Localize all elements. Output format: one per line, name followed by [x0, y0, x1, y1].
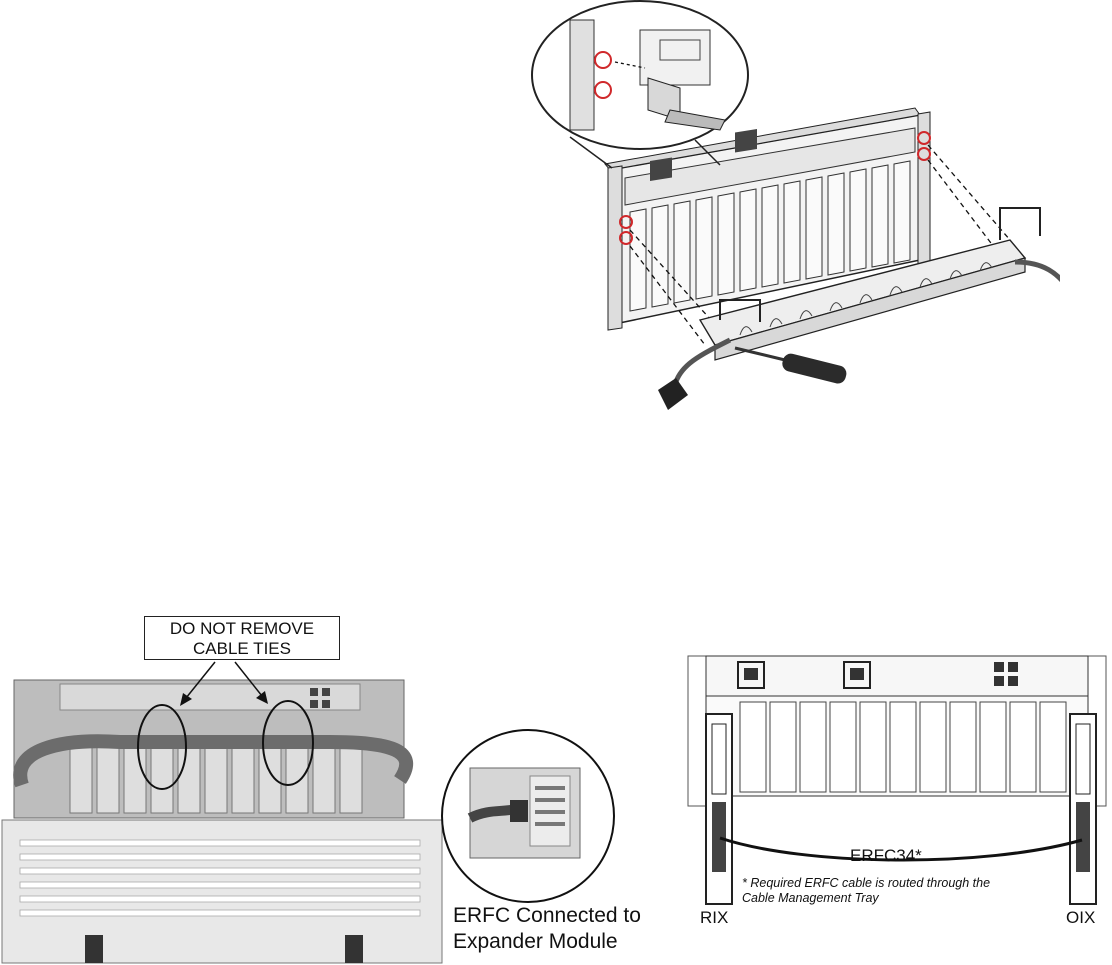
- rix-label: RIX: [700, 908, 728, 928]
- tray-install-illustration: [530, 0, 1060, 425]
- routing-note-line2: Cable Management Tray: [742, 891, 1052, 906]
- routing-note: * Required ERFC cable is routed through …: [742, 876, 1052, 906]
- inset-caption-line2: Expander Module: [453, 929, 641, 955]
- magnified-inset: [532, 1, 748, 168]
- erfc34-label: ERFC34*: [850, 846, 922, 866]
- inset-caption-line1: ERFC Connected to: [453, 903, 641, 929]
- inset-caption: ERFC Connected to Expander Module: [453, 903, 641, 955]
- oix-label: OIX: [1066, 908, 1095, 928]
- expander-module-inset: [440, 728, 618, 904]
- callout-line2: CABLE TIES: [145, 639, 339, 659]
- cable-ties-callout: DO NOT REMOVE CABLE TIES: [144, 616, 340, 660]
- chassis-photo-cable-ties: [0, 660, 450, 965]
- callout-line1: DO NOT REMOVE: [145, 619, 339, 639]
- routing-note-line1: * Required ERFC cable is routed through …: [742, 876, 1052, 891]
- cable-connector-left: [658, 378, 688, 410]
- rear-view-drawing: [684, 652, 1112, 912]
- screwdriver-icon: [735, 348, 848, 385]
